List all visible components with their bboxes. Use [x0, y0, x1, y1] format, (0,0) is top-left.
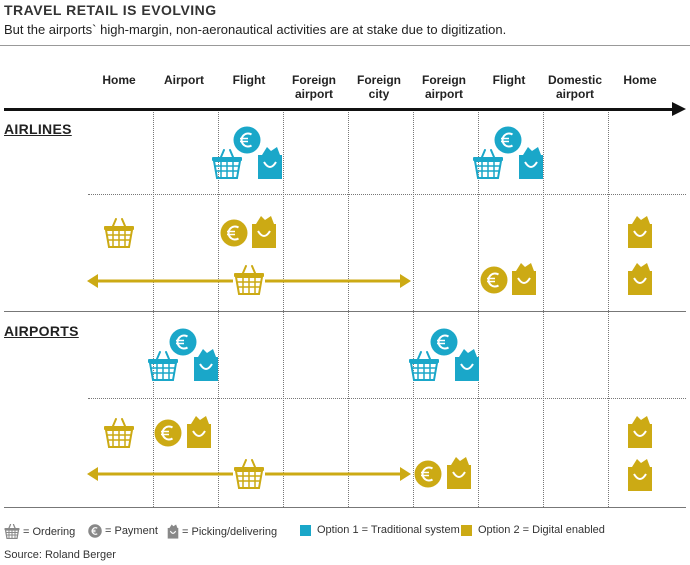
basket-icon: [104, 418, 134, 448]
basket-icon: [409, 351, 439, 381]
basket-icon: [473, 149, 503, 179]
source-note: Source: Roland Berger: [4, 549, 116, 561]
shopping-bag-icon: [512, 263, 536, 295]
euro-coin-icon: [233, 126, 261, 154]
shopping-bag-icon: [194, 349, 218, 381]
basket-icon: [104, 218, 134, 248]
basket-icon: [4, 524, 20, 539]
header-divider: [0, 45, 690, 46]
legend-picking: = Picking/delivering: [167, 524, 277, 539]
column-divider: [218, 112, 219, 507]
option-divider-airlines: [88, 194, 686, 195]
euro-coin-icon: [220, 219, 248, 247]
basket-icon: [148, 351, 178, 381]
option1-swatch: [300, 524, 311, 536]
shopping-bag-icon: [187, 416, 211, 448]
page-subtitle: But the airports` high-margin, non-aeron…: [4, 22, 507, 37]
timeline-arrowhead: [672, 102, 686, 116]
legend-option2-label: Option 2 = Digital enabled: [478, 524, 605, 536]
shopping-bag-icon: [628, 216, 652, 248]
legend-divider: [4, 507, 686, 508]
column-header-airport: Airport: [164, 73, 204, 87]
euro-coin-icon: [494, 126, 522, 154]
option2-swatch: [461, 524, 472, 536]
column-divider: [348, 112, 349, 507]
legend-option1-label: Option 1 = Traditional system: [317, 524, 460, 536]
shopping-bag-icon: [455, 349, 479, 381]
basket-icon: [233, 265, 265, 295]
shopping-bag-icon: [258, 147, 282, 179]
basket-icon: [212, 149, 242, 179]
euro-coin-icon: [430, 328, 458, 356]
column-header-flight-back: Flight: [492, 73, 526, 87]
euro-coin-icon: [154, 419, 182, 447]
euro-coin-icon: [169, 328, 197, 356]
column-header-home-end: Home: [623, 73, 657, 87]
column-divider: [283, 112, 284, 507]
page-title: TRAVEL RETAIL IS EVOLVING: [4, 2, 217, 18]
legend-option1: Option 1 = Traditional system: [300, 524, 460, 536]
shopping-bag-icon: [167, 524, 179, 539]
column-header-flight-out: Flight: [232, 73, 266, 87]
option-divider-airports: [88, 398, 686, 399]
column-divider: [543, 112, 544, 507]
shopping-bag-icon: [628, 459, 652, 491]
column-header-home-start: Home: [102, 73, 136, 87]
shopping-bag-icon: [252, 216, 276, 248]
column-divider: [608, 112, 609, 507]
journey-timeline-arrow: [4, 108, 674, 111]
euro-coin-icon: [414, 460, 442, 488]
legend-payment: = Payment: [88, 524, 158, 538]
legend-payment-label: = Payment: [105, 525, 158, 537]
section-label-airports: AIRPORTS: [4, 323, 79, 339]
shopping-bag-icon: [628, 416, 652, 448]
shopping-bag-icon: [628, 263, 652, 295]
shopping-bag-icon: [447, 457, 471, 489]
column-divider: [153, 112, 154, 507]
column-divider: [478, 112, 479, 507]
euro-coin-icon: [480, 266, 508, 294]
column-divider: [413, 112, 414, 507]
legend-option2: Option 2 = Digital enabled: [461, 524, 605, 536]
shopping-bag-icon: [519, 147, 543, 179]
legend-picking-label: = Picking/delivering: [182, 525, 278, 538]
legend-ordering-label: = Ordering: [23, 525, 76, 538]
section-divider: [4, 311, 686, 312]
euro-coin-icon: [88, 524, 102, 538]
section-label-airlines: AIRLINES: [4, 121, 72, 137]
legend-ordering: = Ordering: [4, 524, 75, 539]
basket-icon: [233, 459, 265, 489]
